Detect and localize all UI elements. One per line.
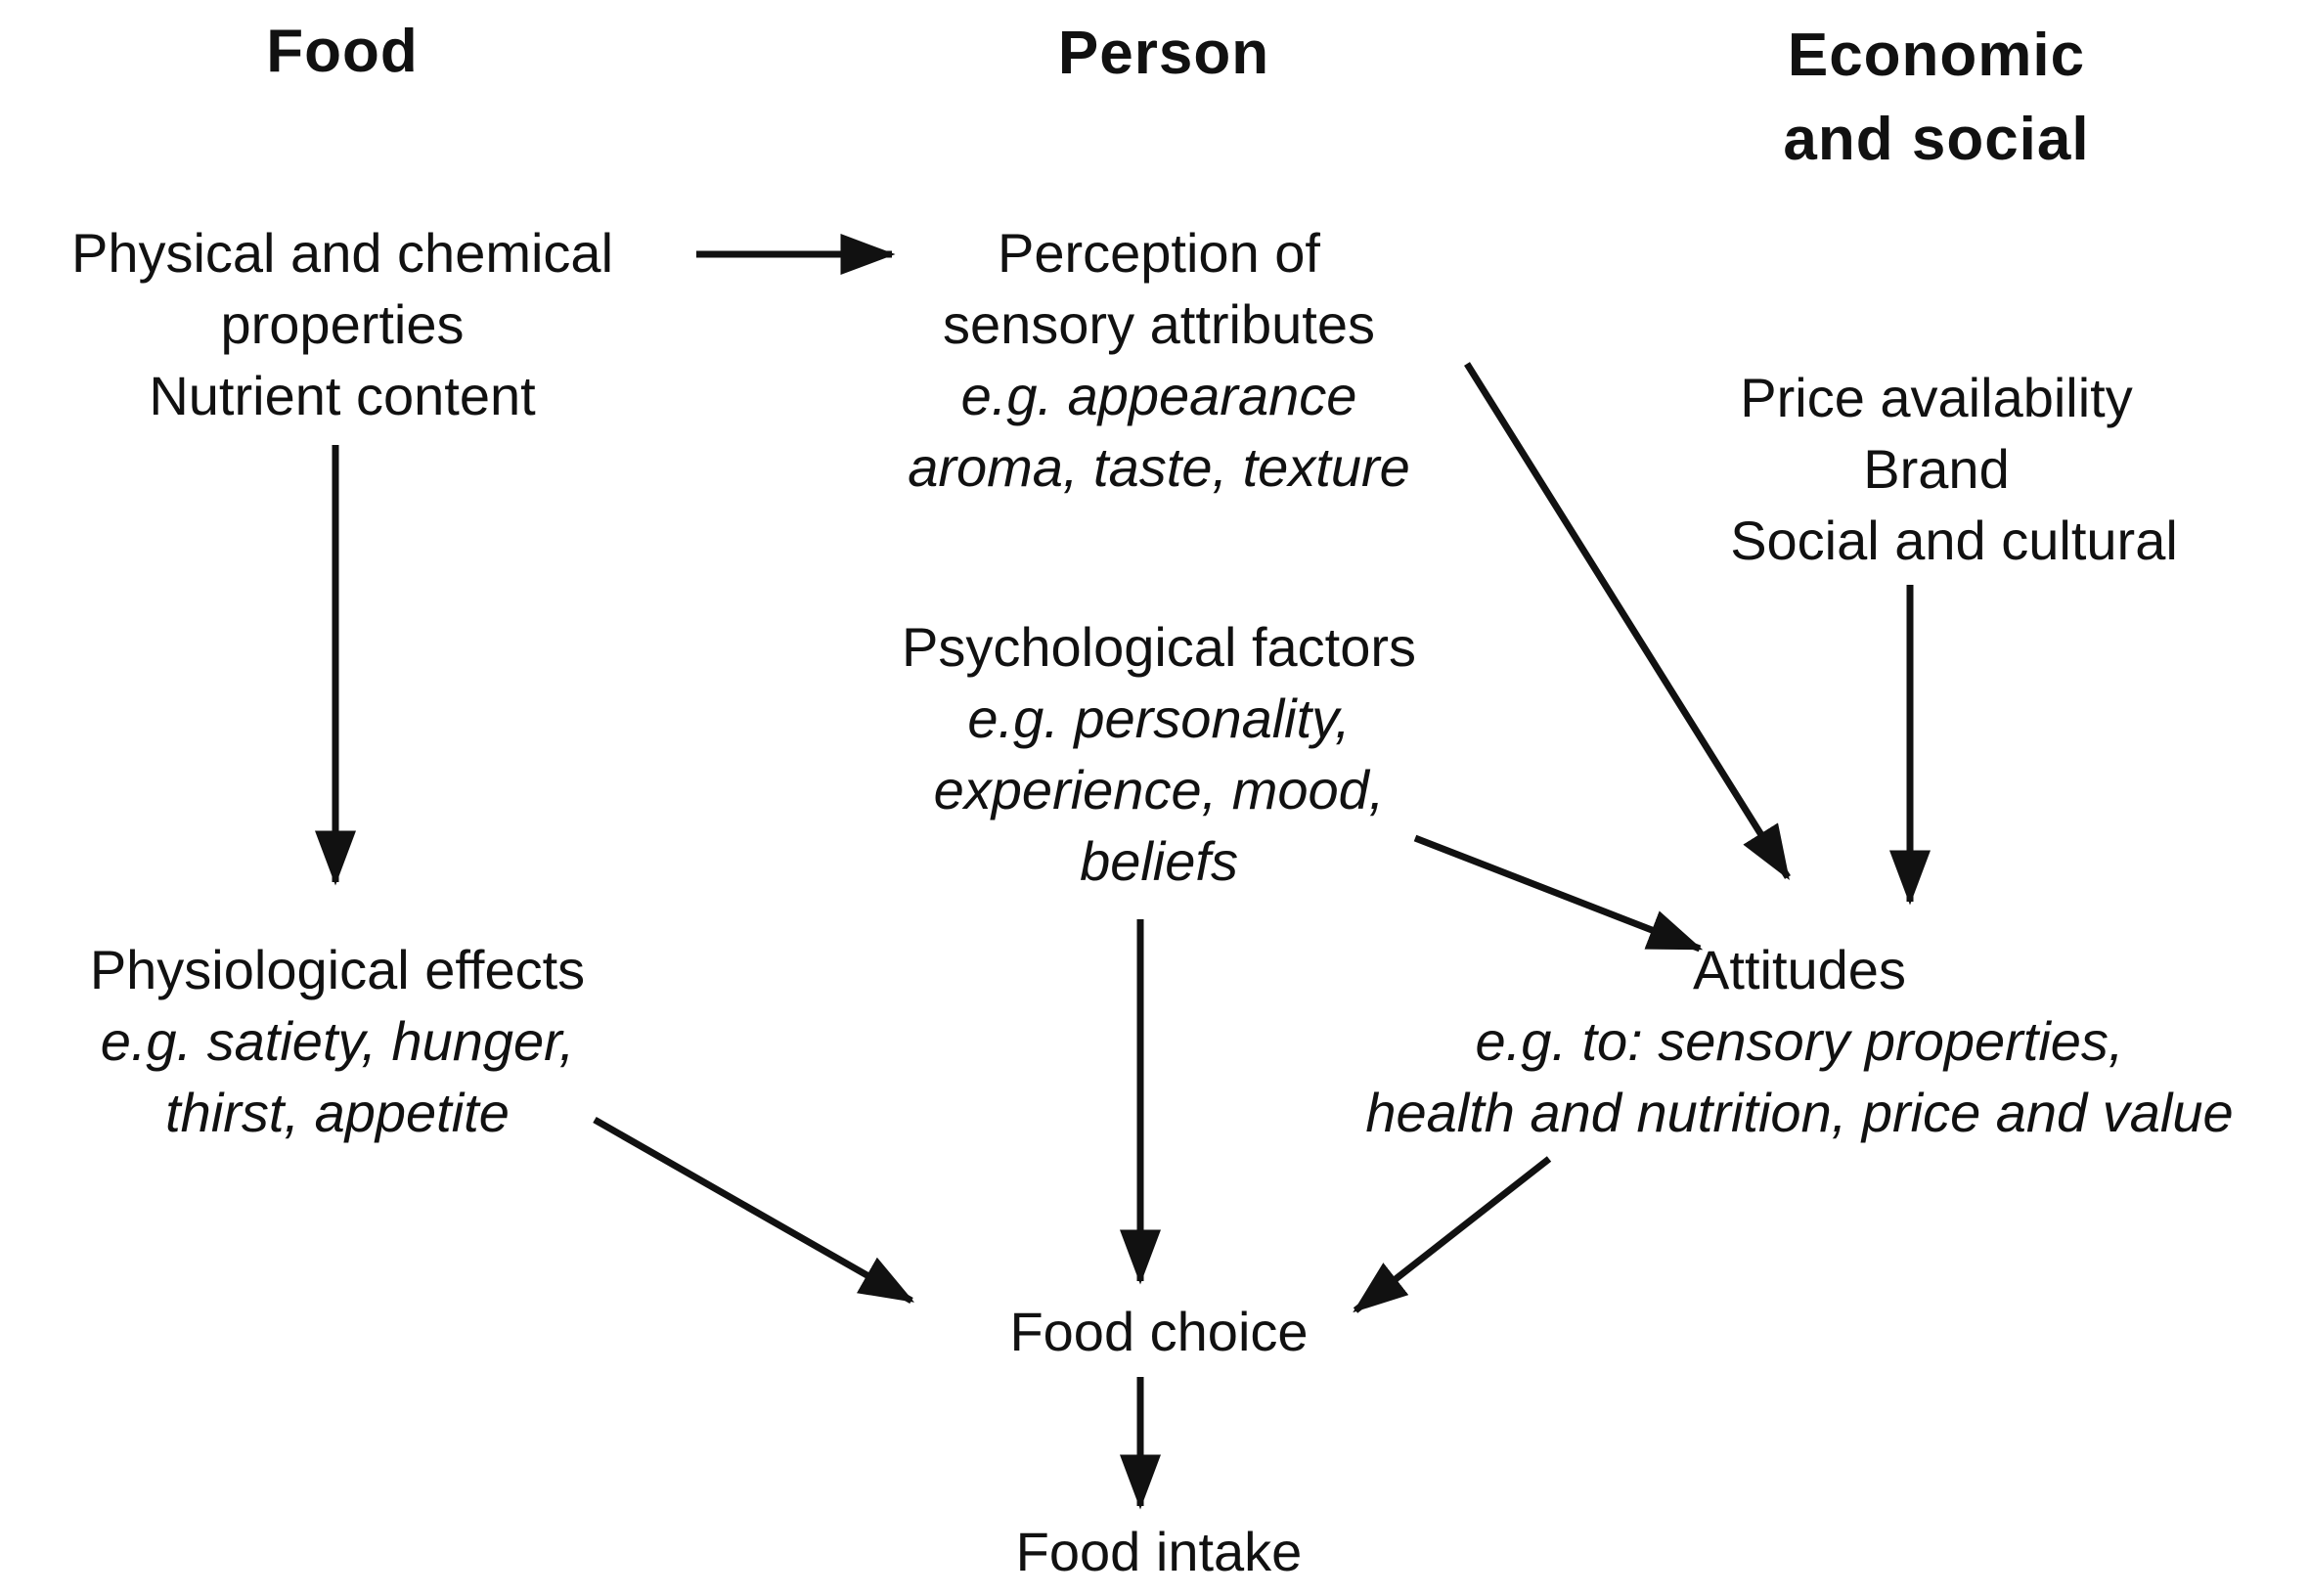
food-choice-label: Food choice bbox=[1009, 1301, 1309, 1362]
node-physiological-effects: Physiological effects e.g. satiety, hung… bbox=[0, 934, 675, 1148]
perception-example1: e.g. appearance bbox=[960, 365, 1357, 426]
node-food-intake: Food intake bbox=[939, 1516, 1379, 1587]
node-physical-chemical-properties: Physical and chemical properties Nutrien… bbox=[0, 217, 685, 431]
node-perception-sensory-attributes: Perception of sensory attributes e.g. ap… bbox=[841, 217, 1477, 503]
attitudes-example2: health and nutrition, price and value bbox=[1365, 1082, 2234, 1143]
physical-line3: Nutrient content bbox=[149, 365, 536, 426]
physical-line2: properties bbox=[220, 293, 465, 355]
psychological-example3: beliefs bbox=[1080, 830, 1238, 892]
physical-line1: Physical and chemical bbox=[70, 222, 614, 284]
attitudes-line1: Attitudes bbox=[1693, 939, 1906, 1000]
physiological-line1: Physiological effects bbox=[89, 939, 586, 1000]
price-line3: Social and cultural bbox=[1730, 510, 2178, 571]
column-header-economic-social: Economic and social bbox=[1663, 14, 2210, 182]
column-header-food: Food bbox=[266, 18, 419, 85]
arrow-psychological-to-attitudes bbox=[1413, 834, 1704, 953]
node-price-brand-social: Price availability Brand Social and cult… bbox=[1663, 362, 2210, 576]
node-food-choice: Food choice bbox=[939, 1296, 1379, 1367]
physiological-example1: e.g. satiety, hunger, bbox=[100, 1010, 575, 1072]
psychological-example2: experience, mood, bbox=[933, 759, 1385, 820]
arrow-physiological-to-food-choice bbox=[593, 1116, 915, 1305]
arrow-attitudes-to-food-choice bbox=[1353, 1156, 1552, 1313]
price-line2: Brand bbox=[1863, 438, 2010, 500]
node-psychological-factors: Psychological factors e.g. personality, … bbox=[841, 611, 1477, 897]
perception-line2: sensory attributes bbox=[943, 293, 1375, 355]
price-line1: Price availability bbox=[1740, 367, 2133, 428]
arrow-perception-to-attitudes bbox=[1464, 362, 1791, 880]
column-header-economic-line1: Economic bbox=[1787, 22, 2086, 89]
perception-line1: Perception of bbox=[998, 222, 1320, 284]
psychological-example1: e.g. personality, bbox=[967, 687, 1351, 749]
psychological-line1: Psychological factors bbox=[901, 616, 1416, 678]
physiological-example2: thirst, appetite bbox=[165, 1082, 510, 1143]
column-header-person: Person bbox=[1057, 20, 1270, 87]
food-intake-label: Food intake bbox=[1015, 1521, 1303, 1582]
attitudes-example1: e.g. to: sensory properties, bbox=[1475, 1010, 2124, 1072]
column-header-economic-line2: and social bbox=[1783, 106, 2090, 173]
node-attitudes: Attitudes e.g. to: sensory properties, h… bbox=[1301, 934, 2298, 1148]
perception-example2: aroma, taste, texture bbox=[908, 436, 1410, 498]
